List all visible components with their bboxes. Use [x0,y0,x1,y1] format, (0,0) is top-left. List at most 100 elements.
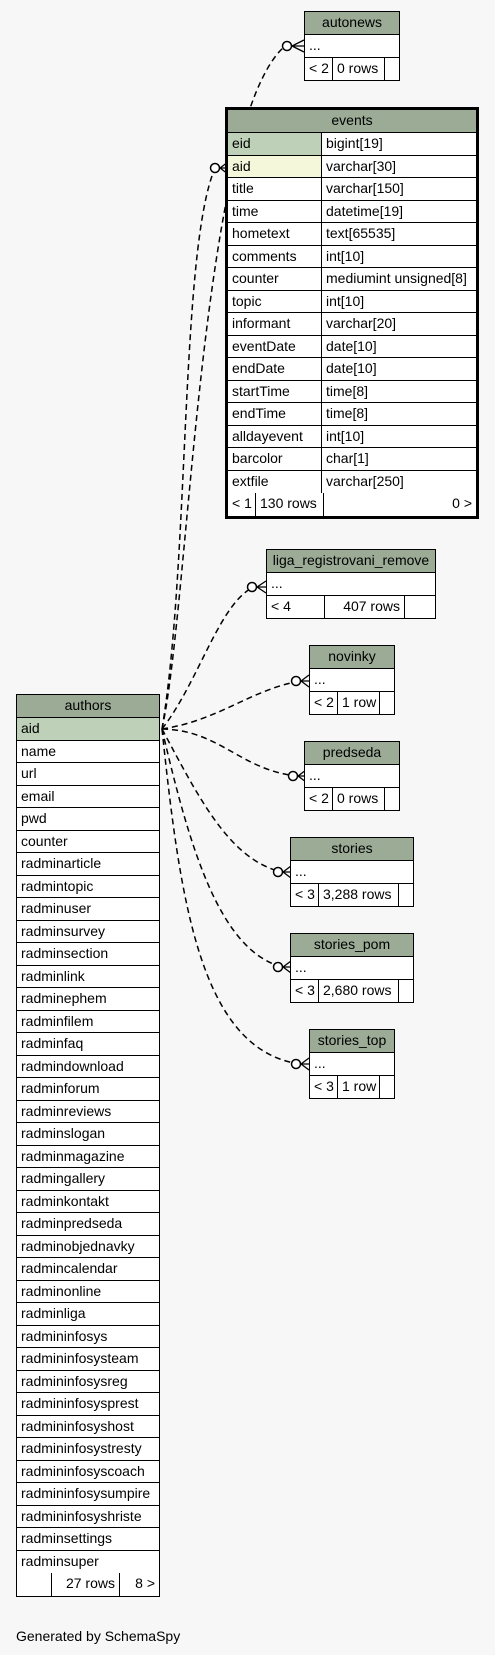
column-name: radminsurvey [21,922,106,939]
parents-count[interactable]: < 2 [305,787,333,810]
row-count: 0 rows [333,57,385,80]
parents-count [17,1573,52,1596]
column-type: bigint[19] [326,135,383,151]
column-name: radminpredseda [21,1215,123,1231]
children-count [385,788,399,811]
parents-count[interactable]: < 3 [291,883,319,906]
column-name: barcolor [228,448,322,470]
column-type: time[8] [326,382,369,399]
table-row: radmininfosysumpire [17,1483,159,1506]
parents-count[interactable]: < 3 [291,979,319,1002]
children-count [399,884,413,907]
column-name: radminuser [21,900,92,916]
children-count [380,1076,394,1099]
column-name: radmininfosysprest [21,1395,139,1411]
column-name: comments [228,245,322,267]
table-title[interactable]: stories_pom [291,934,413,957]
table-title[interactable]: liga_registrovani_remove [267,550,435,573]
generated-by-footer: Generated by SchemaSpy [16,1628,181,1644]
column-type: datetime[19] [326,202,404,219]
table-ellipsis: ... [314,671,326,687]
column-name: aid [17,718,159,740]
table-row: radminsurvey [17,921,159,943]
column-name: aid [228,155,322,177]
parents-count[interactable]: < 2 [310,691,338,714]
parents-count[interactable]: < 1 [228,493,256,516]
column-name: extfile [228,470,322,493]
table-title[interactable]: novinky [310,646,394,669]
row-count: 130 rows [256,493,324,516]
parents-count[interactable]: < 3 [310,1075,338,1098]
table-row: radminonline [17,1281,159,1303]
table-ellipsis: ... [295,959,307,975]
table-novinky[interactable]: novinky ... < 2 1 row [309,645,395,715]
table-title[interactable]: predseda [305,742,399,765]
link-stories-top [161,728,301,1065]
column-type: text[65535] [326,225,396,241]
column-name: radminephem [21,990,107,1006]
table-row: radminsection [17,943,159,966]
table-stories[interactable]: stories ... < 3 3,288 rows [290,837,414,907]
table-row: radminpredseda [17,1213,159,1236]
table-row: radminsuper [17,1551,159,1574]
table-title[interactable]: autonews [305,12,399,35]
link-autonews [161,45,286,730]
link-stories-pom [161,728,283,968]
column-name: radminforum [21,1080,100,1096]
row-count: 1 row [338,1075,380,1098]
link-novinky [161,680,301,730]
column-name: eid [228,133,322,155]
table-ellipsis: ... [314,1055,326,1071]
table-liga-registrovani-remove[interactable]: liga_registrovani_remove ... < 4 407 row… [266,549,436,619]
table-autonews[interactable]: autonews ... < 2 0 rows [304,11,400,81]
column-name: eventDate [228,335,322,357]
column-type: date[10] [326,360,377,376]
column-name: time [228,200,322,222]
table-row: radminliga [17,1303,159,1326]
column-name: radminsettings [21,1530,113,1546]
column-type: int[10] [326,427,365,444]
table-row: radminlink [17,966,159,988]
table-row: radminslogan [17,1123,159,1146]
row-count: 0 rows [333,787,385,810]
column-name: pwd [21,810,47,826]
column-type: date[10] [326,337,377,354]
table-stories-top[interactable]: stories_top ... < 3 1 row [309,1029,395,1099]
table-stories-pom[interactable]: stories_pom ... < 3 2,680 rows [290,933,414,1003]
table-title[interactable]: events [228,110,476,133]
children-count[interactable]: 8 > [135,1575,155,1591]
table-ellipsis: ... [271,575,283,591]
column-name: radminmagazine [21,1147,125,1164]
column-type: char[1] [326,450,369,466]
column-name: radminfilem [21,1012,94,1029]
row-count: 2,680 rows [319,979,399,1002]
children-count[interactable]: 0 > [452,495,472,511]
table-row: radmininfosys [17,1326,159,1348]
table-row: radminsettings [17,1528,159,1551]
parents-count[interactable]: < 4 [267,595,325,618]
table-title[interactable]: stories [291,838,413,861]
table-title[interactable]: stories_top [310,1030,394,1053]
children-count [380,692,394,715]
table-row: name [17,741,159,763]
table-row: pwd [17,808,159,831]
column-name: radmininfosyshost [21,1417,134,1434]
table-title[interactable]: authors [17,695,159,718]
table-row: radmininfosysteam [17,1348,159,1371]
column-type: time[8] [326,405,369,421]
link-predseda [161,728,298,777]
table-predseda[interactable]: predseda ... < 2 0 rows [304,741,400,811]
parents-count[interactable]: < 2 [305,57,333,80]
column-name: radminreviews [21,1102,112,1119]
table-row: radminfaq [17,1033,159,1056]
